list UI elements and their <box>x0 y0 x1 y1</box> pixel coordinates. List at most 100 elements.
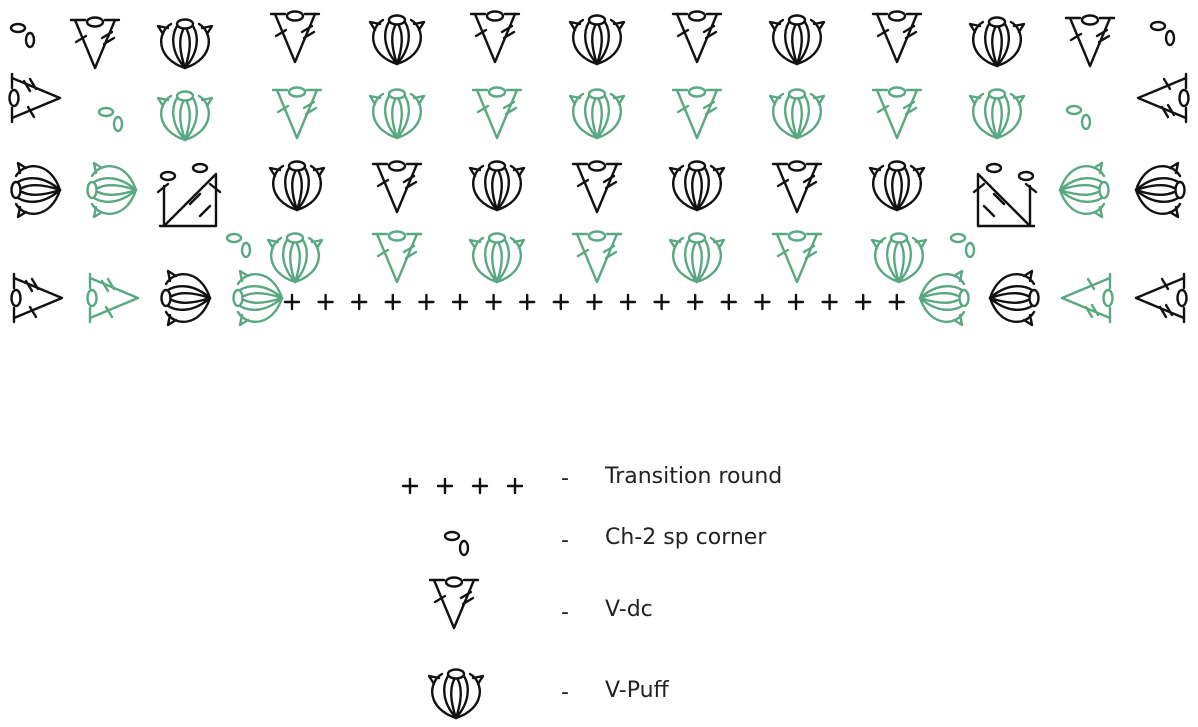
v-dc-symbol <box>271 86 323 140</box>
ch2-corner-symbol <box>1065 104 1092 131</box>
transition-plus-symbol <box>720 293 737 311</box>
v-dc-symbol <box>871 10 923 64</box>
vdc-symbol <box>428 576 480 630</box>
legend-row-ch2: - Ch-2 sp corner <box>0 514 1198 574</box>
v-dc-symbol <box>86 272 140 324</box>
transition-plus-symbol <box>451 293 469 311</box>
v-puff-symbol <box>427 668 485 720</box>
v-puff-symbol <box>86 161 138 219</box>
ch2-corner-symbol <box>949 232 976 259</box>
v-puff-symbol <box>156 18 214 70</box>
transition-plus-symbol <box>787 293 805 311</box>
transition-plus-symbol <box>821 293 838 311</box>
v-puff-symbol <box>1058 161 1110 219</box>
legend-row-vdc: - V-dc <box>0 568 1198 630</box>
transition-plus-symbol <box>687 293 704 311</box>
transition-plus-symbol <box>471 477 489 495</box>
v-puff-symbol <box>160 269 212 327</box>
v-dc-symbol <box>771 230 823 284</box>
v-puff-symbol <box>668 160 726 212</box>
transition-plus-symbol <box>506 477 524 495</box>
v-dc-symbol <box>1136 72 1190 124</box>
transition-plus-symbol <box>855 293 872 311</box>
legend-label-ch2: Ch-2 sp corner <box>605 525 767 550</box>
v-dc-symbol <box>671 10 723 64</box>
legend-row-transition: - Transition round <box>0 452 1198 512</box>
v-puff-symbol <box>988 269 1040 327</box>
legend-dash: - <box>561 680 569 705</box>
v-puff-symbol <box>968 16 1026 68</box>
v-dc-symbol <box>471 86 523 140</box>
transition-plus-symbol <box>552 293 569 311</box>
transition-plus-symbol <box>436 477 454 495</box>
v-dc-symbol <box>1134 272 1188 324</box>
legend-label-vdc: V-dc <box>605 597 653 622</box>
transition-plus-symbol <box>401 477 419 495</box>
legend-dash: - <box>561 600 569 625</box>
v-puff-symbol <box>918 269 970 327</box>
ch2-corner-symbol <box>1149 20 1176 47</box>
v-puff-symbol <box>568 88 626 140</box>
v-puff-symbol <box>568 14 626 66</box>
legend-dash: - <box>561 528 569 553</box>
v-puff-symbol <box>156 90 214 142</box>
corner-stitch-symbol <box>972 162 1038 228</box>
v-dc-symbol <box>469 10 521 64</box>
v-puff-symbol <box>768 14 826 66</box>
ch2-corner-symbol <box>97 106 124 133</box>
v-puff-symbol <box>368 88 426 140</box>
v-puff-symbol <box>768 88 826 140</box>
v-dc-symbol <box>771 160 823 214</box>
v-dc-symbol <box>671 86 723 140</box>
v-dc-symbol <box>69 16 121 70</box>
transition-plus-symbol <box>754 293 771 311</box>
ch2-symbol <box>443 530 470 557</box>
v-dc-symbol <box>1060 272 1114 324</box>
v-puff-symbol <box>668 232 726 284</box>
v-puff-symbol <box>368 14 426 66</box>
v-puff-symbol <box>1134 161 1186 219</box>
transition-plus-symbol <box>619 293 637 311</box>
transition-plus-symbol <box>586 293 603 311</box>
transition-plus-symbol <box>653 293 670 311</box>
transition-plus-symbol <box>283 293 301 311</box>
transition-plus-symbol <box>485 293 502 311</box>
v-puff-symbol <box>468 160 526 212</box>
corner-stitch-symbol <box>156 162 222 228</box>
transition-plus-symbol <box>317 293 334 311</box>
legend-dash: - <box>561 466 569 491</box>
v-dc-symbol <box>371 160 423 214</box>
transition-symbol <box>401 477 524 495</box>
v-dc-symbol <box>10 272 64 324</box>
v-puff-symbol <box>468 232 526 284</box>
vpuff-symbol <box>427 668 485 720</box>
v-puff-symbol <box>868 160 926 212</box>
transition-plus-symbol <box>888 293 905 311</box>
transition-plus-symbol <box>351 293 368 311</box>
transition-plus-symbol <box>418 293 435 311</box>
v-puff-symbol <box>268 160 326 212</box>
v-dc-symbol <box>871 86 923 140</box>
legend-row-vpuff: - V-Puff <box>0 662 1198 722</box>
v-puff-symbol <box>968 88 1026 140</box>
crochet-stitch-diagram <box>8 10 1190 327</box>
v-dc-symbol <box>371 230 423 284</box>
ch2-corner-symbol <box>225 232 252 259</box>
v-puff-symbol <box>870 232 928 284</box>
legend-label-vpuff: V-Puff <box>605 678 669 703</box>
v-dc-symbol <box>428 576 480 630</box>
ch2-corner-symbol <box>443 530 470 557</box>
transition-plus-symbol <box>384 293 401 311</box>
transition-plus-symbol <box>519 293 536 311</box>
ch2-corner-symbol <box>9 22 36 49</box>
v-puff-symbol <box>10 161 62 219</box>
v-dc-symbol <box>571 230 623 284</box>
legend-label-transition: Transition round <box>605 464 783 489</box>
v-puff-symbol <box>232 269 284 327</box>
v-dc-symbol <box>269 10 321 64</box>
v-dc-symbol <box>8 72 62 124</box>
v-dc-symbol <box>571 160 623 214</box>
v-puff-symbol <box>266 232 324 284</box>
v-dc-symbol <box>1064 14 1116 68</box>
